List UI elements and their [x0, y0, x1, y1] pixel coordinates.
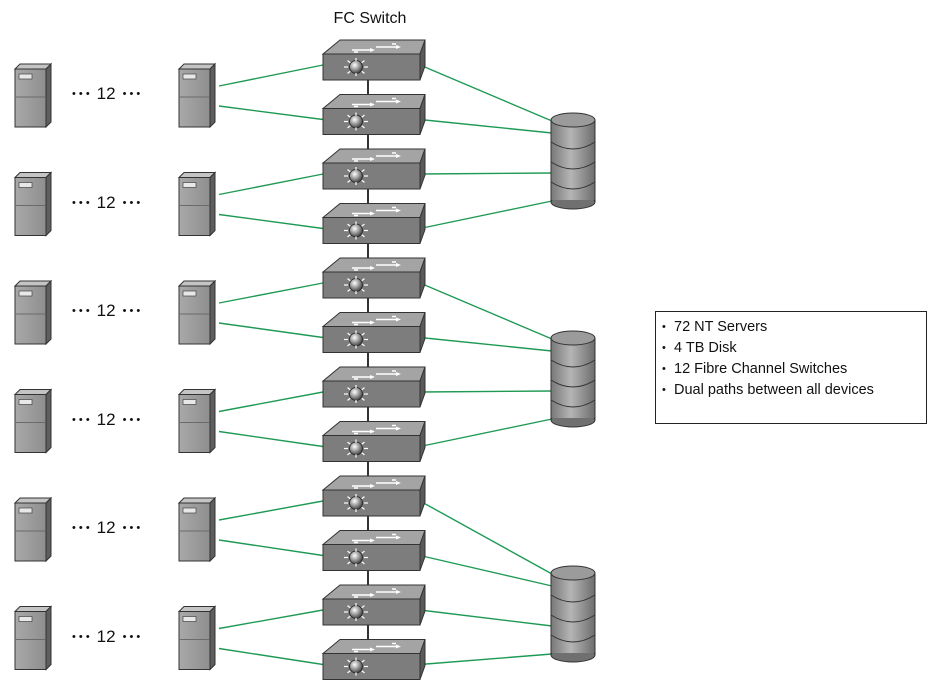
servers-layer	[13, 62, 217, 671]
server-icon	[13, 279, 53, 346]
bullet-icon: •	[662, 342, 666, 354]
server-icon	[177, 496, 217, 563]
server-switch-link	[218, 105, 324, 121]
switch-disk-link	[419, 554, 553, 587]
server-icon	[177, 605, 217, 671]
legend-item-text: 12 Fibre Channel Switches	[674, 361, 848, 377]
server-switch-link	[218, 322, 324, 339]
switch-disk-link	[419, 336, 553, 352]
server-count: 12	[96, 409, 116, 429]
server-icon	[13, 62, 53, 129]
legend-item: • Dual paths between all devices	[662, 380, 926, 401]
server-switch-link	[218, 282, 324, 304]
fc-switch-icon	[321, 584, 426, 626]
legend-item: • 4 TB Disk	[662, 338, 926, 359]
server-group-label: • • • 12 • • •	[72, 627, 140, 647]
links-layer	[218, 64, 553, 666]
server-icon	[177, 279, 217, 346]
switches-layer	[321, 39, 426, 680]
disk-array-icon	[550, 565, 596, 663]
fc-switch-icon	[321, 421, 426, 462]
server-count: 12	[96, 518, 116, 537]
server-switch-link	[218, 500, 324, 521]
server-switch-link	[218, 539, 324, 557]
server-switch-link	[218, 430, 324, 448]
bullet-icon: •	[662, 384, 666, 396]
server-switch-link	[218, 64, 324, 87]
fc-switch-icon	[321, 257, 426, 299]
ellipsis-left: • • •	[72, 88, 90, 100]
bullet-icon: •	[662, 321, 666, 333]
ellipsis-left: • • •	[72, 305, 90, 317]
server-group-label: • • • 12 • • •	[72, 301, 140, 321]
server-group-label: • • • 12 • • •	[72, 518, 140, 538]
ellipsis-left: • • •	[72, 630, 90, 643]
server-count: 12	[96, 84, 116, 103]
server-switch-link	[218, 213, 324, 230]
server-switch-link	[218, 173, 324, 196]
ellipsis-right: • • •	[122, 305, 141, 317]
legend-item-text: Dual paths between all devices	[674, 382, 874, 398]
ellipsis-left: • • •	[72, 196, 90, 209]
fc-switch-title: FC Switch	[333, 10, 407, 27]
server-icon	[13, 605, 53, 671]
ellipsis-right: • • •	[122, 413, 141, 426]
server-switch-link	[218, 647, 324, 666]
fc-switch-icon	[321, 312, 426, 353]
legend-item-text: 4 TB Disk	[674, 340, 737, 356]
server-icon	[177, 171, 217, 237]
fc-switch-icon	[321, 39, 426, 81]
server-count: 12	[96, 626, 116, 646]
ellipsis-right: • • •	[122, 196, 141, 209]
server-count: 12	[96, 192, 116, 212]
server-icon	[177, 62, 217, 129]
bullet-icon: •	[662, 363, 666, 375]
switch-disk-link	[419, 609, 553, 627]
fc-switch-icon	[321, 639, 426, 680]
fc-switch-icon	[321, 475, 426, 517]
server-switch-link	[218, 609, 324, 630]
legend-item: • 72 NT Servers	[662, 317, 926, 338]
server-icon	[13, 171, 53, 237]
switch-disk-link	[419, 500, 553, 575]
ellipsis-left: • • •	[72, 413, 90, 426]
server-switch-link	[218, 391, 324, 413]
switch-disk-link	[419, 390, 553, 393]
legend-box: • 72 NT Servers • 4 TB Disk • 12 Fibre Chan…	[655, 311, 927, 424]
ellipsis-right: • • •	[122, 88, 141, 100]
legend-item-text: 72 NT Servers	[674, 319, 768, 335]
server-group-label: • • • 12 • • •	[72, 84, 140, 104]
switch-disk-link	[419, 418, 553, 448]
ellipsis-right: • • •	[122, 522, 141, 534]
fc-switch-icon	[321, 94, 426, 135]
ellipsis-right: • • •	[122, 630, 141, 643]
disk-array-icon	[550, 330, 596, 428]
fc-switch-icon	[321, 148, 426, 190]
switch-disk-link	[419, 282, 553, 340]
server-icon	[13, 496, 53, 563]
fc-switch-icon	[321, 366, 426, 408]
switch-disk-link	[419, 200, 553, 230]
server-group-label: • • • 12 • • •	[72, 193, 140, 213]
disk-array-icon	[550, 112, 596, 210]
server-group-label: • • • 12 • • •	[72, 410, 140, 430]
server-icon	[177, 388, 217, 454]
disks-layer	[550, 112, 596, 663]
fc-switch-icon	[321, 530, 426, 571]
legend-item: • 12 Fibre Channel Switches	[662, 359, 926, 380]
server-count: 12	[96, 301, 116, 320]
switch-disk-link	[419, 118, 553, 134]
switch-disk-link	[419, 653, 553, 666]
server-icon	[13, 388, 53, 454]
ellipsis-left: • • •	[72, 522, 90, 534]
fc-switch-icon	[321, 203, 426, 244]
switch-disk-link	[419, 64, 553, 122]
switch-disk-link	[419, 172, 553, 175]
